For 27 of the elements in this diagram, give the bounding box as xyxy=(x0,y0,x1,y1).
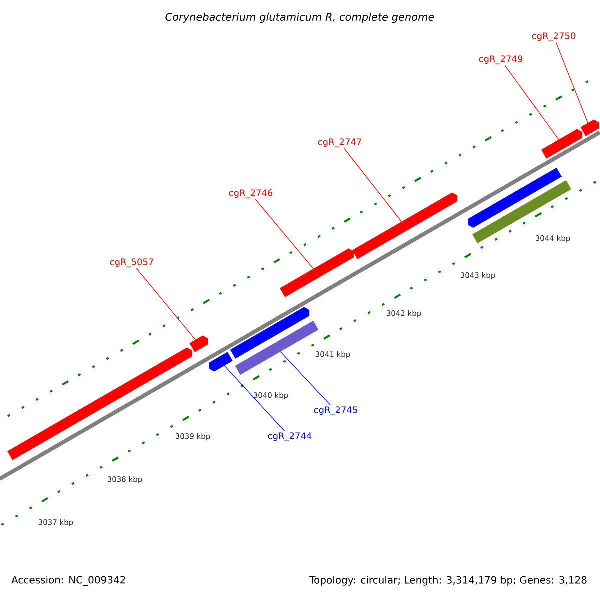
gene-label: cgR_2750 xyxy=(532,32,576,42)
leader-line xyxy=(280,352,332,406)
leader-line xyxy=(224,366,286,432)
gene-label: cgR_2744 xyxy=(268,432,312,442)
gene-bar xyxy=(190,336,208,352)
gene-bar xyxy=(472,180,572,244)
leader-line xyxy=(344,148,402,222)
leader-line xyxy=(556,42,588,124)
gene-label: cgR_2747 xyxy=(318,138,362,148)
gene-label: cgR_2749 xyxy=(479,56,523,64)
gene-bar xyxy=(230,307,310,359)
gene-bar xyxy=(280,248,354,298)
gene-bar xyxy=(468,168,562,228)
footer-text: Topology: circular; Length: 3,314,179 bp; Genes: 3,128 xyxy=(310,576,587,586)
leader-line xyxy=(255,199,314,270)
gene-label: cgR_2746 xyxy=(229,190,273,198)
leader-line xyxy=(136,268,196,340)
gene-bar xyxy=(8,348,192,460)
leader-line xyxy=(504,65,560,140)
footer-text: Accession: NC_009342 xyxy=(12,576,126,586)
gene-bar xyxy=(580,120,600,136)
gene-bar xyxy=(542,129,582,159)
gene-bar xyxy=(352,192,458,260)
gene-bar xyxy=(209,352,233,372)
title: Corynebacterium glutamicum R, complete genome xyxy=(166,12,434,24)
gene-label: cgR_2745 xyxy=(314,406,358,416)
gene-label: cgR_5057 xyxy=(110,258,154,268)
